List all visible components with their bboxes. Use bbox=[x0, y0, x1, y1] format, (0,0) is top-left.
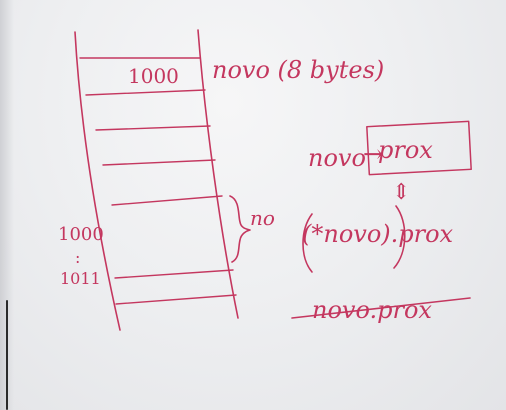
arrow-form-left: novo bbox=[308, 144, 366, 172]
address-end: 1011 bbox=[60, 269, 101, 288]
stack-left-border bbox=[74, 31, 121, 331]
stack-row-line bbox=[102, 159, 216, 166]
stack-row-line bbox=[115, 294, 237, 305]
struck-expression: novo.prox bbox=[312, 296, 432, 324]
arrow-icon: → bbox=[363, 140, 384, 168]
stack-row-line bbox=[111, 195, 223, 206]
close-paren-mark bbox=[393, 205, 406, 269]
equivalence-icon: ⇕ bbox=[392, 180, 411, 205]
strike-line bbox=[291, 297, 471, 319]
arrow-form-right: prox bbox=[378, 136, 433, 164]
stack-row-line bbox=[85, 89, 206, 96]
deref-expression: (*novo).prox bbox=[302, 220, 454, 248]
address-dots: : bbox=[75, 248, 81, 267]
prox-outline bbox=[366, 120, 472, 176]
novo-size-note: novo (8 bytes) bbox=[212, 56, 385, 84]
stack-row-line bbox=[114, 269, 234, 279]
stack-cell-value: 1000 bbox=[128, 64, 179, 88]
open-paren-mark bbox=[302, 213, 313, 273]
stack-right-border bbox=[197, 29, 239, 319]
brace-label: no bbox=[250, 206, 275, 230]
brace-mark bbox=[229, 195, 251, 263]
board-frame-edge bbox=[6, 300, 8, 410]
address-start: 1000 bbox=[58, 224, 104, 245]
board-left-shadow bbox=[0, 0, 14, 410]
stack-row-line bbox=[95, 125, 211, 131]
